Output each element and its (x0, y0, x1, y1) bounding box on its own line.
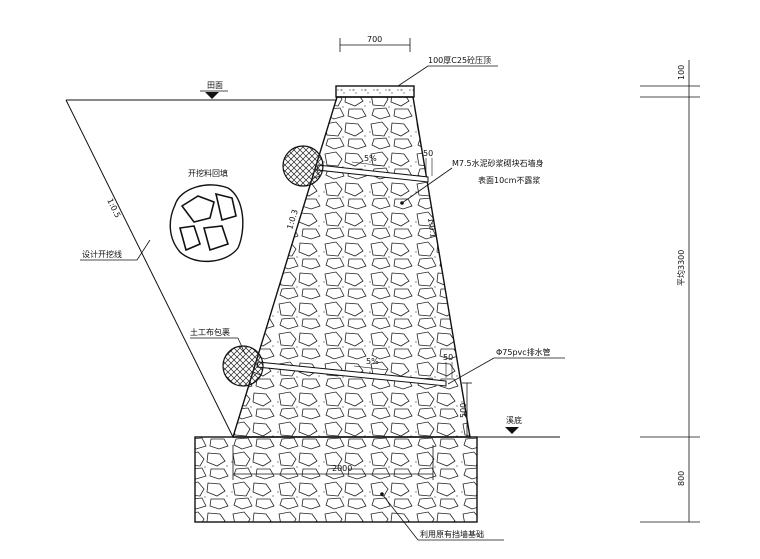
pipe-label: Φ75pvc排水管 (496, 347, 551, 357)
grade-top: 5% (364, 154, 377, 163)
wall-slope-right-label: 1:0.1 (426, 217, 438, 239)
ground-marker-icon (205, 92, 219, 99)
cap-thickness-dim: 100 (677, 65, 686, 80)
pipe-dim-top: 50 (423, 149, 433, 158)
wall-height-dim: 平均3300 (676, 250, 686, 286)
base-width-dim: 2000 (332, 464, 352, 473)
geotextile-wrap-top (282, 145, 324, 187)
top-width-dim: 700 (367, 35, 382, 44)
masonry-label-line1: M7.5水泥砂浆砌块石墙身 (452, 158, 544, 168)
foundation-block (194, 436, 478, 523)
excavation-slope-label: 1:0.5 (105, 197, 122, 219)
stream-bed-label: 溪底 (506, 415, 522, 425)
geotextile-wrap-bottom (222, 345, 264, 387)
design-line-label: 设计开挖线 (82, 249, 122, 259)
stream-bed-marker-icon (505, 427, 519, 434)
grade-bottom: 5% (366, 357, 379, 366)
masonry-label-line2: 表面10cm不露浆 (478, 175, 540, 185)
backfill-boulder (169, 184, 244, 263)
geotextile-label: 土工布包裹 (190, 327, 230, 337)
pipe-dim-bottom: 50 (443, 353, 453, 362)
pipe-height-dim: 500 (459, 403, 468, 418)
excavation-slope (65, 99, 234, 438)
cap-label: 100厚C25砼压顶 (428, 55, 491, 65)
foundation-height-dim: 800 (677, 471, 686, 486)
foundation-label: 利用原有挡墙基础 (420, 529, 484, 539)
backfill-label: 开挖料回填 (188, 168, 228, 178)
ground-label: 田面 (207, 81, 223, 90)
masonry-wall (232, 96, 471, 438)
concrete-cap (335, 85, 415, 98)
